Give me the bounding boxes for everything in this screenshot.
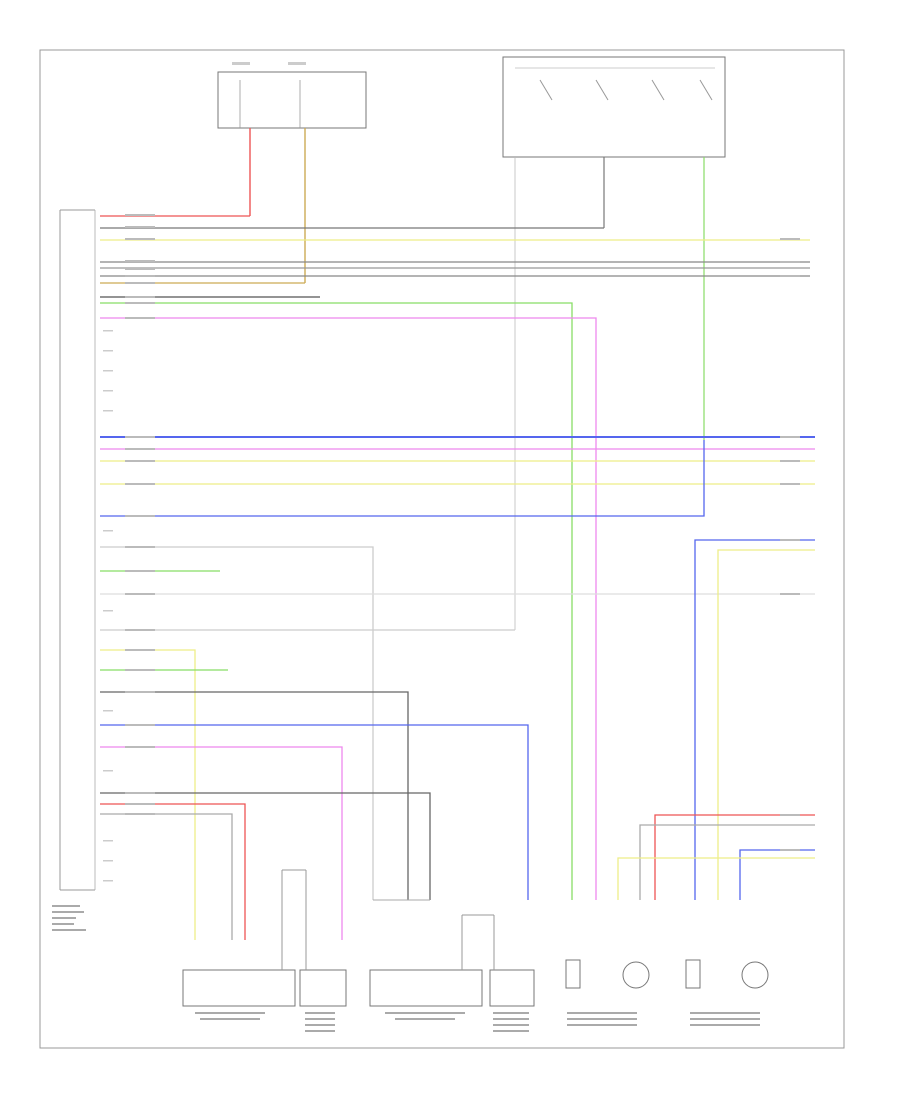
horizontal-wires — [100, 215, 815, 940]
connector-labels — [195, 1012, 760, 1032]
diagram-frame — [39, 49, 845, 1049]
tiny-labels — [125, 214, 800, 851]
module-label-block — [52, 905, 86, 931]
seat-heater-elements — [565, 959, 769, 989]
pin-number-column — [103, 330, 113, 882]
fuse-box — [217, 62, 367, 129]
control-module — [59, 209, 96, 891]
lower-connectors — [182, 869, 535, 1007]
switch-assembly — [502, 56, 726, 630]
